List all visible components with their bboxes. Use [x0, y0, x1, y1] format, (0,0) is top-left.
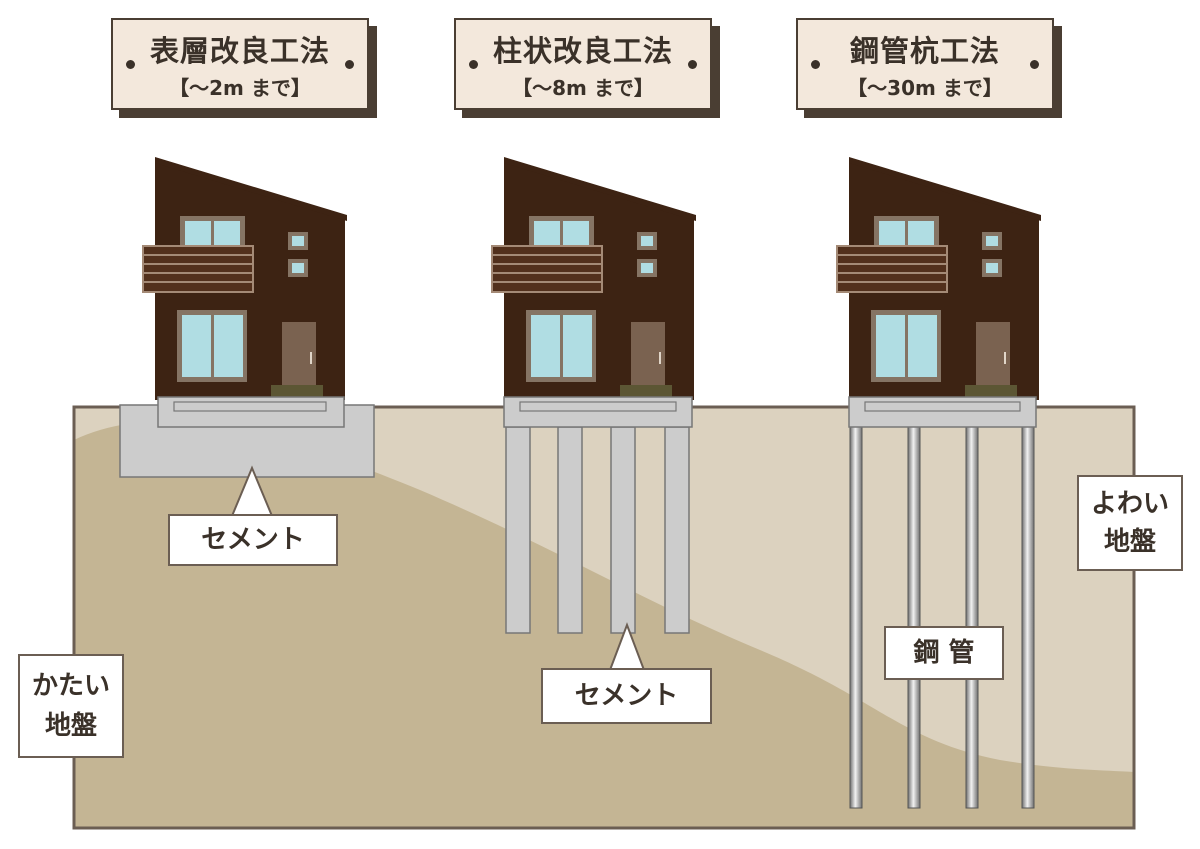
house-1 — [142, 156, 348, 401]
method-depth: 【～30m まで】 — [847, 76, 1003, 100]
pin-dot — [811, 60, 820, 69]
soft-ground-label: よわい 地盤 — [1077, 475, 1183, 571]
steel-pipe — [965, 426, 979, 809]
cement-column — [664, 426, 690, 634]
steel-pipe — [1021, 426, 1035, 809]
method-name: 鋼管杭工法 — [849, 34, 1000, 68]
method-depth: 【～8m まで】 — [512, 76, 654, 100]
house-3 — [836, 156, 1042, 401]
soft-ground-text: 地盤 — [1103, 527, 1156, 557]
cement-column — [610, 426, 636, 634]
pin-dot — [345, 60, 354, 69]
cement-label-text: セメント — [201, 525, 305, 555]
method-name: 柱状改良工法 — [492, 34, 673, 68]
cement-column — [557, 426, 583, 634]
method-sign-steel-pipe: 鋼管杭工法 【～30m まで】 — [796, 18, 1062, 118]
hard-ground-text: 地盤 — [44, 711, 97, 741]
steel-pipe-label-text: 鋼 管 — [913, 638, 975, 668]
house-2 — [491, 156, 697, 401]
hard-ground-label: かたい 地盤 — [18, 654, 124, 758]
steel-pipe — [849, 426, 863, 809]
hard-ground-text: かたい — [31, 671, 110, 701]
cement-label-surface: セメント — [168, 514, 338, 566]
pin-dot — [688, 60, 697, 69]
pin-dot — [1030, 60, 1039, 69]
pin-dot — [126, 60, 135, 69]
method-sign-surface: 表層改良工法 【～2m まで】 — [111, 18, 377, 118]
method-name: 表層改良工法 — [149, 34, 330, 68]
method-sign-columnar: 柱状改良工法 【～8m まで】 — [454, 18, 720, 118]
method-depth: 【～2m まで】 — [169, 76, 311, 100]
cement-column — [505, 426, 531, 634]
soft-ground-text: よわい — [1090, 489, 1169, 519]
cement-label-text: セメント — [574, 681, 679, 711]
steel-pipe-label: 鋼 管 — [884, 626, 1004, 680]
cement-label-columnar: セメント — [541, 668, 712, 724]
pin-dot — [469, 60, 478, 69]
steel-pipe — [907, 426, 921, 809]
